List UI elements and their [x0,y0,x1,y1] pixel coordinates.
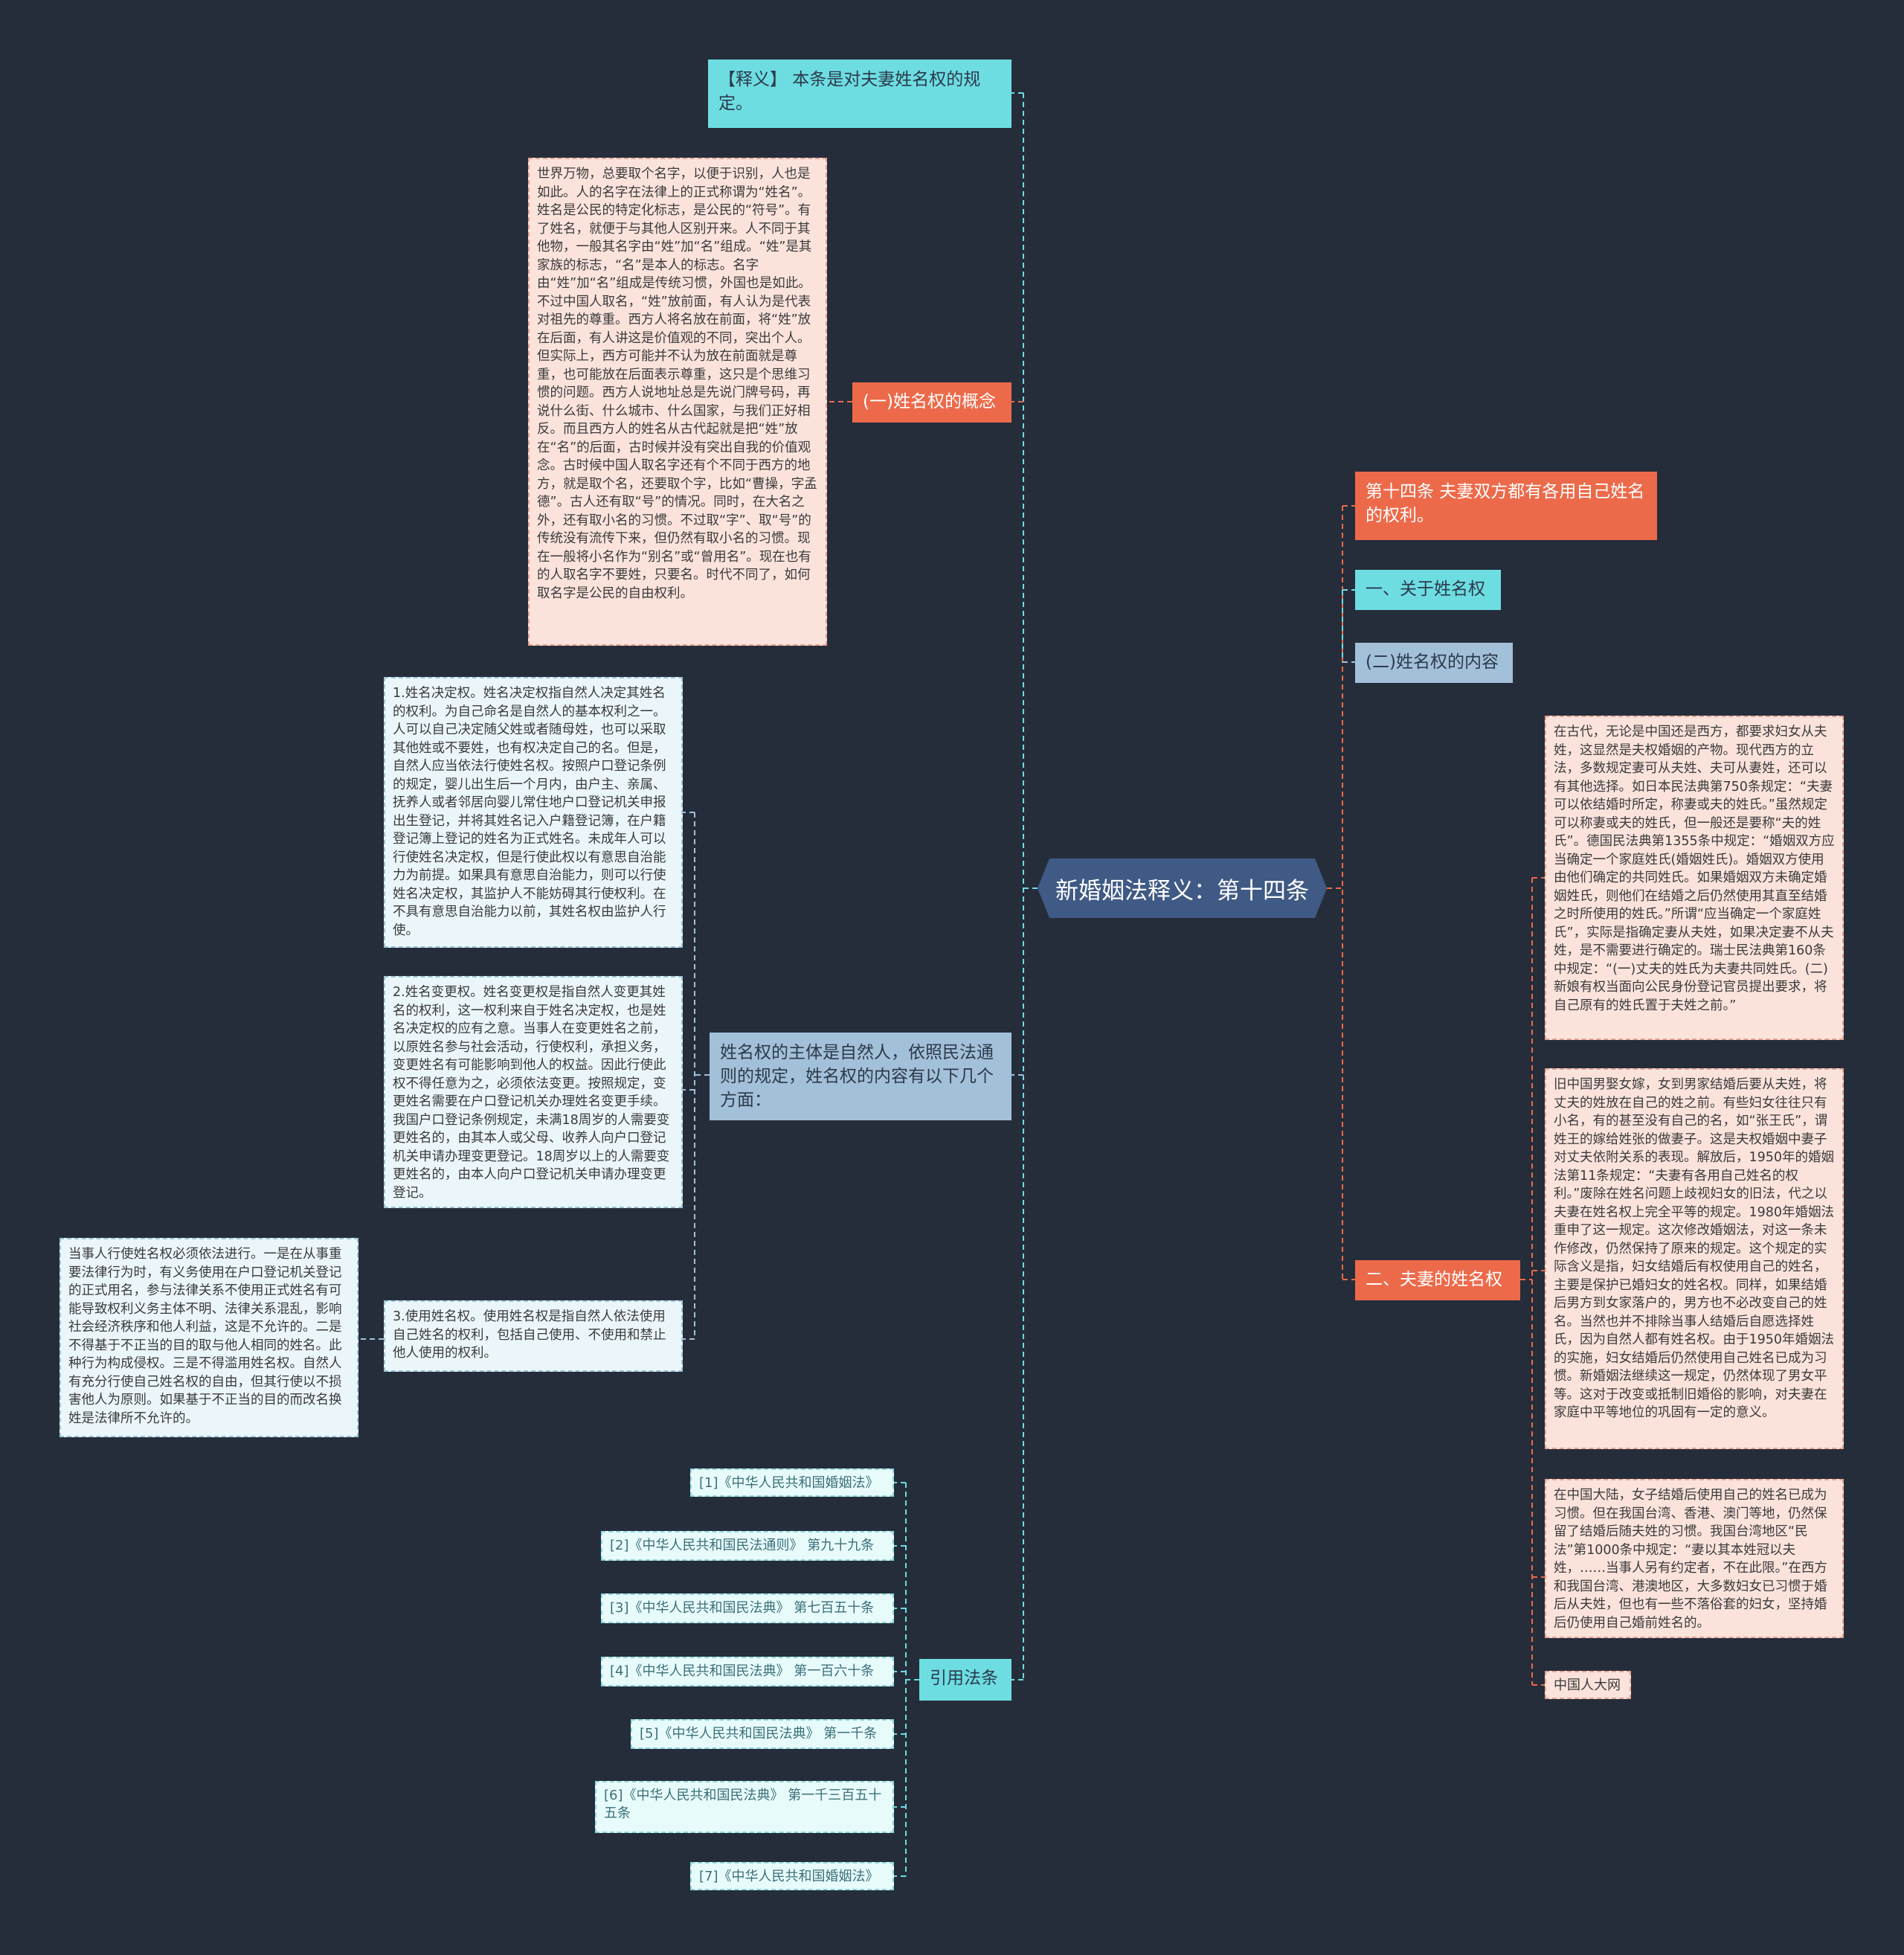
section2-item-3-text: 在中国大陆，女子结婚后使用自己的姓名已成为习惯。但在我国台湾、香港、澳门等地，仍… [1554,1488,1827,1631]
citations-label: 引用法条 [930,1669,998,1688]
subject-item-2[interactable]: 2.姓名变更权。姓名变更权是指自然人变更其姓名的权利，这一权利来自于姓名决定权，… [384,976,683,1208]
citation-item-6[interactable]: [6]《中华人民共和国民法典》 第一千三百五十五条 [595,1781,894,1833]
concept-detail-box[interactable]: 世界万物，总要取个名字，以便于识别，人也是如此。人的名字在法律上的正式称谓为“姓… [528,158,827,646]
section1-label: 一、关于姓名权 [1366,580,1485,599]
citations-node[interactable]: 引用法条 [919,1659,1012,1701]
section1-content-node[interactable]: (二)姓名权的内容 [1355,643,1513,683]
center-topic[interactable]: 新婚姻法释义：第十四条 [1038,858,1327,918]
section2-item-2-text: 旧中国男娶女嫁，女到男家结婚后要从夫姓，将丈夫的姓放在自己的姓之前。有些妇女往往… [1554,1077,1835,1420]
article-node[interactable]: 第十四条 夫妻双方都有各用自己姓名的权利。 [1355,472,1657,540]
citation-item-2[interactable]: [2]《中华人民共和国民法通则》 第九十九条 [601,1531,894,1561]
citation-item-4-text: [4]《中华人民共和国民法典》 第一百六十条 [610,1663,875,1679]
section2-item-1-text: 在古代，无论是中国还是西方，都要求妇女从夫姓，这显然是夫权婚姻的产物。现代西方的… [1554,725,1835,1013]
subject-item-2-text: 2.姓名变更权。姓名变更权是指自然人变更其姓名的权利，这一权利来自于姓名决定权，… [393,985,670,1201]
subject-label: 姓名权的主体是自然人，依照民法通则的规定，姓名权的内容有以下几个方面： [720,1043,994,1110]
section1-content-label: (二)姓名权的内容 [1366,652,1499,672]
citation-item-7[interactable]: [7]《中华人民共和国婚姻法》 [690,1862,894,1890]
subject-note[interactable]: 当事人行使姓名权必须依法进行。一是在从事重要法律行为时，有义务使用在户口登记机关… [60,1238,358,1437]
section2-item-3[interactable]: 在中国大陆，女子结婚后使用自己的姓名已成为习惯。但在我国台湾、香港、澳门等地，仍… [1545,1479,1844,1638]
citation-item-4[interactable]: [4]《中华人民共和国民法典》 第一百六十条 [601,1657,894,1686]
section2-label: 二、夫妻的姓名权 [1366,1270,1502,1289]
citation-item-3[interactable]: [3]《中华人民共和国民法典》 第七百五十条 [601,1593,894,1623]
citation-item-3-text: [3]《中华人民共和国民法典》 第七百五十条 [610,1600,875,1616]
subject-note-text: 当事人行使姓名权必须依法进行。一是在从事重要法律行为时，有义务使用在户口登记机关… [68,1247,342,1426]
definition-text: 【释义】 本条是对夫妻姓名权的规定。 [718,70,981,113]
source-text: 中国人大网 [1554,1678,1621,1693]
section2-item-1[interactable]: 在古代，无论是中国还是西方，都要求妇女从夫姓，这显然是夫权婚姻的产物。现代西方的… [1545,716,1844,1040]
concept-node[interactable]: (一)姓名权的概念 [852,382,1012,423]
subject-node[interactable]: 姓名权的主体是自然人，依照民法通则的规定，姓名权的内容有以下几个方面： [710,1033,1012,1120]
citation-item-1[interactable]: [1]《中华人民共和国婚姻法》 [690,1468,894,1497]
section1-node[interactable]: 一、关于姓名权 [1355,570,1501,610]
citation-item-7-text: [7]《中华人民共和国婚姻法》 [699,1869,879,1884]
subject-item-3-text: 3.使用姓名权。使用姓名权是指自然人依法使用自己姓名的权利，包括自己使用、不使用… [393,1309,666,1361]
concept-detail-text: 世界万物，总要取个名字，以便于识别，人也是如此。人的名字在法律上的正式称谓为“姓… [537,167,817,601]
citation-item-5-text: [5]《中华人民共和国民法典》 第一千条 [640,1726,878,1741]
subject-item-3[interactable]: 3.使用姓名权。使用姓名权是指自然人依法使用自己姓名的权利，包括自己使用、不使用… [384,1300,683,1372]
citation-item-5[interactable]: [5]《中华人民共和国民法典》 第一千条 [631,1719,894,1749]
section2-item-2[interactable]: 旧中国男娶女嫁，女到男家结婚后要从夫姓，将丈夫的姓放在自己的姓之前。有些妇女往往… [1545,1068,1844,1449]
subject-item-1-text: 1.姓名决定权。姓名决定权指自然人决定其姓名的权利。为自己命名是自然人的基本权利… [393,686,666,938]
section2-node[interactable]: 二、夫妻的姓名权 [1355,1260,1520,1300]
citation-item-1-text: [1]《中华人民共和国婚姻法》 [699,1475,879,1491]
center-topic-label: 新婚姻法释义：第十四条 [1055,877,1309,905]
article-text: 第十四条 夫妻双方都有各用自己姓名的权利。 [1366,482,1645,525]
definition-node[interactable]: 【释义】 本条是对夫妻姓名权的规定。 [708,60,1012,128]
subject-item-1[interactable]: 1.姓名决定权。姓名决定权指自然人决定其姓名的权利。为自己命名是自然人的基本权利… [384,677,683,948]
concept-label: (一)姓名权的概念 [863,392,996,411]
citation-item-6-text: [6]《中华人民共和国民法典》 第一千三百五十五条 [604,1788,882,1821]
source-node[interactable]: 中国人大网 [1545,1671,1631,1699]
citation-item-2-text: [2]《中华人民共和国民法通则》 第九十九条 [610,1538,875,1553]
